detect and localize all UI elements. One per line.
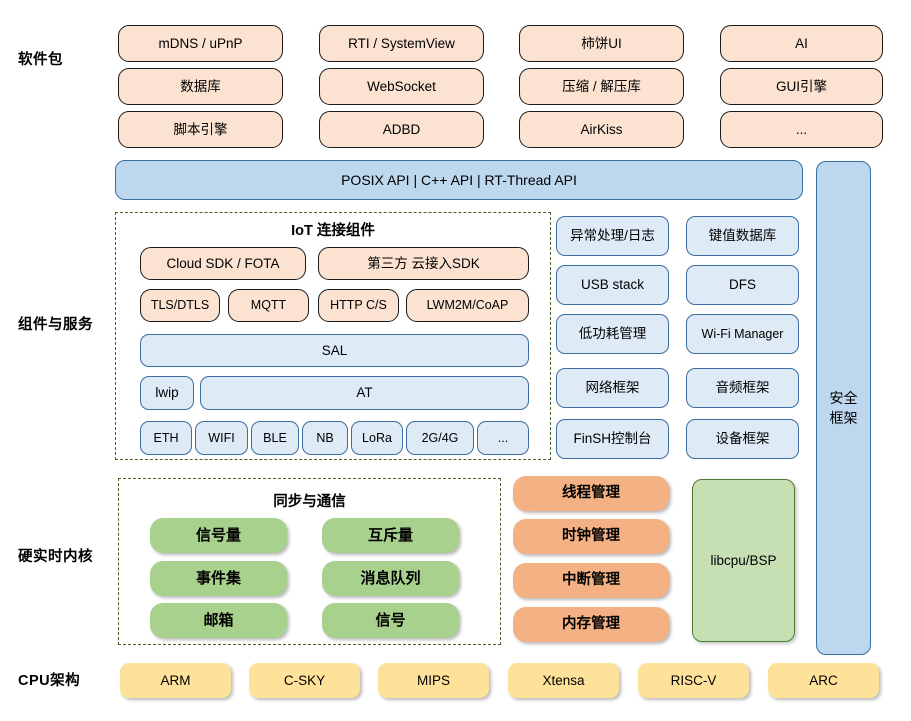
iot-chip-cloud-sdk[interactable]: Cloud SDK / FOTA bbox=[140, 247, 306, 280]
cpu-arch-chip-riscv[interactable]: RISC-V bbox=[638, 663, 749, 698]
package-chip[interactable]: RTI / SystemView bbox=[319, 25, 484, 62]
iot-chip-lwip[interactable]: lwip bbox=[140, 376, 194, 410]
package-chip[interactable]: WebSocket bbox=[319, 68, 484, 105]
kernel-chip-mutex[interactable]: 互斥量 bbox=[322, 518, 459, 553]
security-framework-panel[interactable]: 安全 框架 bbox=[816, 161, 871, 655]
sync-group-box bbox=[118, 478, 501, 645]
component-chip-kv-database[interactable]: 键值数据库 bbox=[686, 216, 799, 256]
package-chip[interactable]: AirKiss bbox=[519, 111, 684, 148]
row-label-hard-realtime-kernel: 硬实时内核 bbox=[18, 549, 93, 565]
row-label-software-packages: 软件包 bbox=[18, 52, 63, 68]
kernel-chip-mailbox[interactable]: 邮箱 bbox=[150, 603, 287, 638]
component-chip-finsh-console[interactable]: FinSH控制台 bbox=[556, 419, 669, 459]
row-label-components-services: 组件与服务 bbox=[18, 317, 93, 333]
iot-chip-http[interactable]: HTTP C/S bbox=[318, 289, 399, 322]
component-chip-audio-framework[interactable]: 音频框架 bbox=[686, 368, 799, 408]
package-chip[interactable]: 柿饼UI bbox=[519, 25, 684, 62]
component-chip-wifi-manager[interactable]: Wi-Fi Manager bbox=[686, 314, 799, 354]
component-chip-usb-stack[interactable]: USB stack bbox=[556, 265, 669, 305]
cpu-arch-chip-csky[interactable]: C-SKY bbox=[249, 663, 360, 698]
cpu-arch-chip-arc[interactable]: ARC bbox=[768, 663, 879, 698]
iot-chip-sal[interactable]: SAL bbox=[140, 334, 529, 367]
iot-chip-2g4g[interactable]: 2G/4G bbox=[406, 421, 474, 455]
cpu-arch-chip-mips[interactable]: MIPS bbox=[378, 663, 489, 698]
kernel-chip-message-queue[interactable]: 消息队列 bbox=[322, 561, 459, 596]
package-chip[interactable]: 数据库 bbox=[118, 68, 283, 105]
package-chip[interactable]: ... bbox=[720, 111, 883, 148]
component-chip-exception-log[interactable]: 异常处理/日志 bbox=[556, 216, 669, 256]
package-chip[interactable]: ADBD bbox=[319, 111, 484, 148]
package-chip[interactable]: mDNS / uPnP bbox=[118, 25, 283, 62]
package-chip[interactable]: GUI引擎 bbox=[720, 68, 883, 105]
kernel-chip-event-set[interactable]: 事件集 bbox=[150, 561, 287, 596]
package-chip[interactable]: 脚本引擎 bbox=[118, 111, 283, 148]
component-chip-low-power[interactable]: 低功耗管理 bbox=[556, 314, 669, 354]
kernel-chip-interrupt-management[interactable]: 中断管理 bbox=[513, 563, 669, 598]
iot-chip-tls[interactable]: TLS/DTLS bbox=[140, 289, 220, 322]
iot-chip-third-party-sdk[interactable]: 第三方 云接入SDK bbox=[318, 247, 529, 280]
kernel-chip-signal[interactable]: 信号 bbox=[322, 603, 459, 638]
kernel-chip-clock-management[interactable]: 时钟管理 bbox=[513, 519, 669, 554]
api-bar[interactable]: POSIX API | C++ API | RT-Thread API bbox=[115, 160, 803, 200]
iot-group-box bbox=[115, 212, 551, 460]
libcpu-bsp-panel[interactable]: libcpu/BSP bbox=[692, 479, 795, 642]
component-chip-network-framework[interactable]: 网络框架 bbox=[556, 368, 669, 408]
cpu-arch-chip-arm[interactable]: ARM bbox=[120, 663, 231, 698]
package-chip[interactable]: 压缩 / 解压库 bbox=[519, 68, 684, 105]
iot-group-title: IoT 连接组件 bbox=[291, 223, 375, 239]
iot-chip-lora[interactable]: LoRa bbox=[351, 421, 403, 455]
sync-group-title: 同步与通信 bbox=[273, 494, 346, 510]
kernel-chip-thread-management[interactable]: 线程管理 bbox=[513, 476, 669, 511]
kernel-chip-memory-management[interactable]: 内存管理 bbox=[513, 607, 669, 642]
iot-chip-eth[interactable]: ETH bbox=[140, 421, 192, 455]
iot-chip-ble[interactable]: BLE bbox=[251, 421, 299, 455]
row-label-cpu-architecture: CPU架构 bbox=[18, 673, 81, 689]
kernel-chip-semaphore[interactable]: 信号量 bbox=[150, 518, 287, 553]
iot-chip-nb[interactable]: NB bbox=[302, 421, 348, 455]
component-chip-dfs[interactable]: DFS bbox=[686, 265, 799, 305]
iot-chip-more[interactable]: ... bbox=[477, 421, 529, 455]
security-framework-label-line2: 框架 bbox=[829, 410, 858, 426]
iot-chip-wifi[interactable]: WIFI bbox=[195, 421, 248, 455]
package-chip[interactable]: AI bbox=[720, 25, 883, 62]
iot-chip-mqtt[interactable]: MQTT bbox=[228, 289, 309, 322]
component-chip-device-framework[interactable]: 设备框架 bbox=[686, 419, 799, 459]
security-framework-label-line1: 安全 bbox=[829, 389, 858, 406]
iot-chip-lwm2m[interactable]: LWM2M/CoAP bbox=[406, 289, 529, 322]
cpu-arch-chip-xtensa[interactable]: Xtensa bbox=[508, 663, 619, 698]
iot-chip-at[interactable]: AT bbox=[200, 376, 529, 410]
